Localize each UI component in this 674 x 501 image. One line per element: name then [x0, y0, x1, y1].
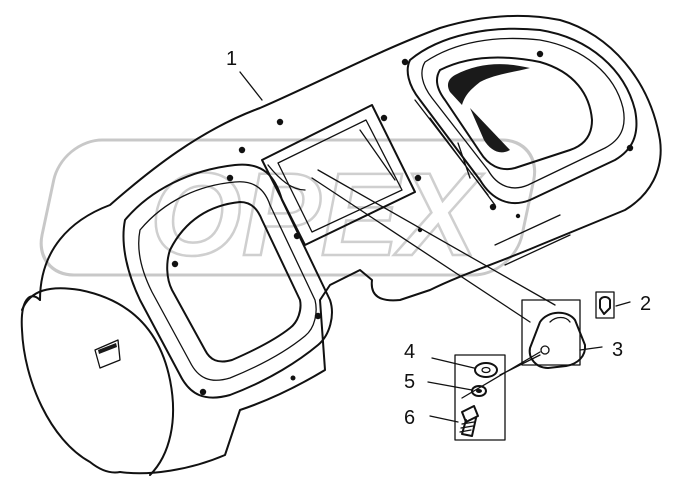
- detail-groups: [454, 291, 615, 441]
- leader-lines: [239, 71, 631, 423]
- leader-4: [431, 357, 475, 369]
- leader-1: [239, 71, 263, 101]
- lock-washer-part: [471, 385, 487, 397]
- screw-part: [459, 405, 479, 437]
- side-slot: [94, 339, 121, 369]
- mounting-holes: [171, 50, 634, 396]
- bracket-hole: [540, 345, 550, 355]
- washer-part: [474, 362, 498, 378]
- callout-label-4: 4: [404, 341, 415, 363]
- callout-label-1: 1: [226, 48, 237, 70]
- detail-box-parts456: [454, 354, 506, 441]
- callout-label-5: 5: [404, 371, 415, 393]
- clip-part: [599, 296, 611, 315]
- clip-box: [595, 291, 615, 319]
- callout-label-6: 6: [404, 407, 415, 429]
- top-panel: [261, 104, 416, 246]
- callout-label-2: 2: [640, 293, 651, 315]
- leader-6: [429, 415, 459, 423]
- detail-box-part3: [521, 299, 581, 366]
- leader-3: [579, 346, 603, 351]
- dashboard-housing: [20, 14, 662, 476]
- bracket-part: [528, 311, 587, 369]
- callout-label-3: 3: [612, 339, 623, 361]
- leader-5: [427, 381, 473, 391]
- callout-labels: 1 2 3 4 5 6: [226, 48, 651, 429]
- leader-2: [615, 301, 631, 307]
